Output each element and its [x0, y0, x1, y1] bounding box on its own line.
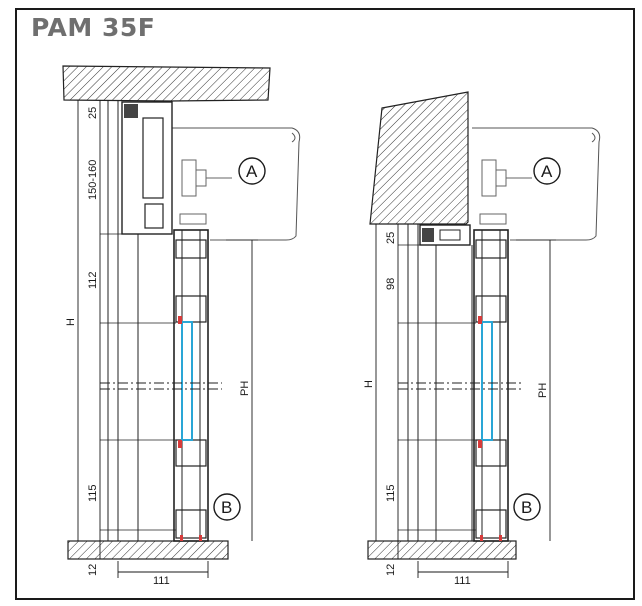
- left-door-leaf: [173, 229, 209, 542]
- left-floor: [67, 540, 229, 560]
- left-dim-lower: 115: [87, 484, 99, 502]
- left-callout-a: A: [246, 162, 258, 181]
- left-dim-height: H: [65, 318, 77, 326]
- left-dim-top: 25: [87, 107, 99, 119]
- left-box-profile: [121, 101, 173, 235]
- right-callout-b-circle: [513, 493, 541, 521]
- left-callout-b-circle: [213, 493, 241, 521]
- right-callout-b: B: [521, 498, 532, 517]
- right-dim-height: H: [363, 380, 375, 388]
- left-dim-passage: PH: [239, 381, 251, 396]
- right-callout-a: A: [541, 162, 553, 181]
- right-dim-top: 25: [385, 232, 397, 244]
- drawing-title: PAM 35F: [31, 13, 156, 42]
- right-view: [367, 91, 601, 578]
- right-dim-upper: 98: [385, 278, 397, 290]
- right-rail-profile: [419, 224, 471, 246]
- left-callout-a-circle: [238, 157, 266, 185]
- left-roller-box: [172, 127, 301, 241]
- left-dim-width: 111: [153, 575, 170, 587]
- right-roller-box: [472, 127, 601, 241]
- right-dim-bottom: 12: [385, 564, 397, 576]
- left-glazing: [181, 321, 193, 441]
- left-dim-box: 150-160: [87, 160, 99, 200]
- right-dim-passage: PH: [537, 383, 549, 398]
- right-wall: [369, 91, 469, 225]
- left-callout-b: B: [221, 498, 232, 517]
- left-lintel: [62, 65, 271, 102]
- right-door-leaf: [473, 229, 509, 542]
- right-dim-lower: 115: [385, 484, 397, 502]
- right-callout-a-circle: [533, 157, 561, 185]
- right-dim-width: 111: [454, 575, 471, 587]
- left-dim-upper: 112: [87, 271, 99, 289]
- right-glazing: [481, 321, 493, 441]
- right-floor: [367, 540, 517, 560]
- left-view: [62, 65, 301, 578]
- left-dim-bottom: 12: [87, 564, 99, 576]
